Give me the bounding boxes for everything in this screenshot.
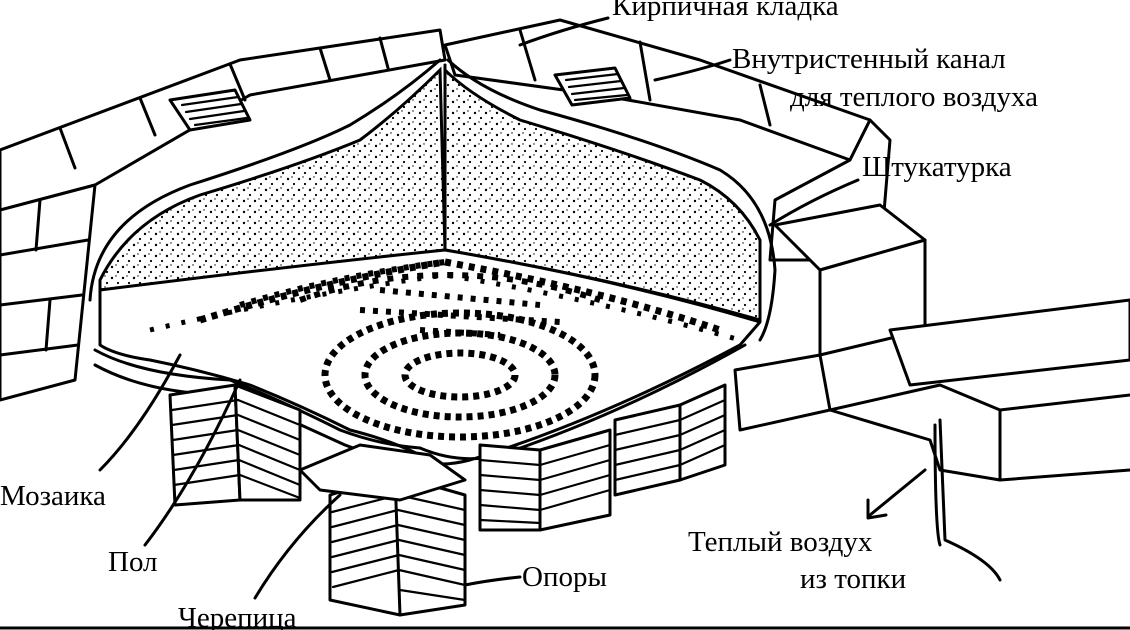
leader-channel <box>653 58 732 82</box>
leader-lines <box>98 16 1002 600</box>
furnace-duct-line <box>938 418 1002 582</box>
label-channel-line1: Внутристенный канал <box>732 43 1006 75</box>
right-wall <box>443 18 1130 482</box>
leader-floor <box>143 378 242 547</box>
left-wall <box>0 28 447 402</box>
plaster-walls <box>88 58 777 342</box>
leader-mosaic <box>98 353 182 472</box>
label-brickwork: Кирпичная кладка <box>612 0 839 22</box>
leader-brickwork <box>518 16 610 47</box>
mosaic-floor <box>93 248 762 472</box>
vent-right <box>553 66 632 107</box>
leader-supports <box>463 575 522 587</box>
vent-left <box>168 88 252 132</box>
label-plaster: Штукатурка <box>862 151 1012 183</box>
labels: Кирпичная кладка Внутристенный канал для… <box>0 0 1038 630</box>
label-mosaic: Мозаика <box>0 480 106 512</box>
label-supports: Опоры <box>522 561 607 593</box>
label-warm-air-line2: из топки <box>800 563 906 595</box>
label-channel-line2: для теплого воздуха <box>790 81 1038 113</box>
warm-air-arrowhead <box>866 498 888 520</box>
label-floor: Пол <box>108 546 158 578</box>
leader-plaster <box>768 178 860 227</box>
warm-air-arrow <box>868 468 927 517</box>
support-pillars <box>168 383 727 617</box>
leader-tiles <box>253 493 342 600</box>
label-tiles: Черепица <box>178 602 297 630</box>
label-warm-air-line1: Теплый воздух <box>688 526 873 558</box>
